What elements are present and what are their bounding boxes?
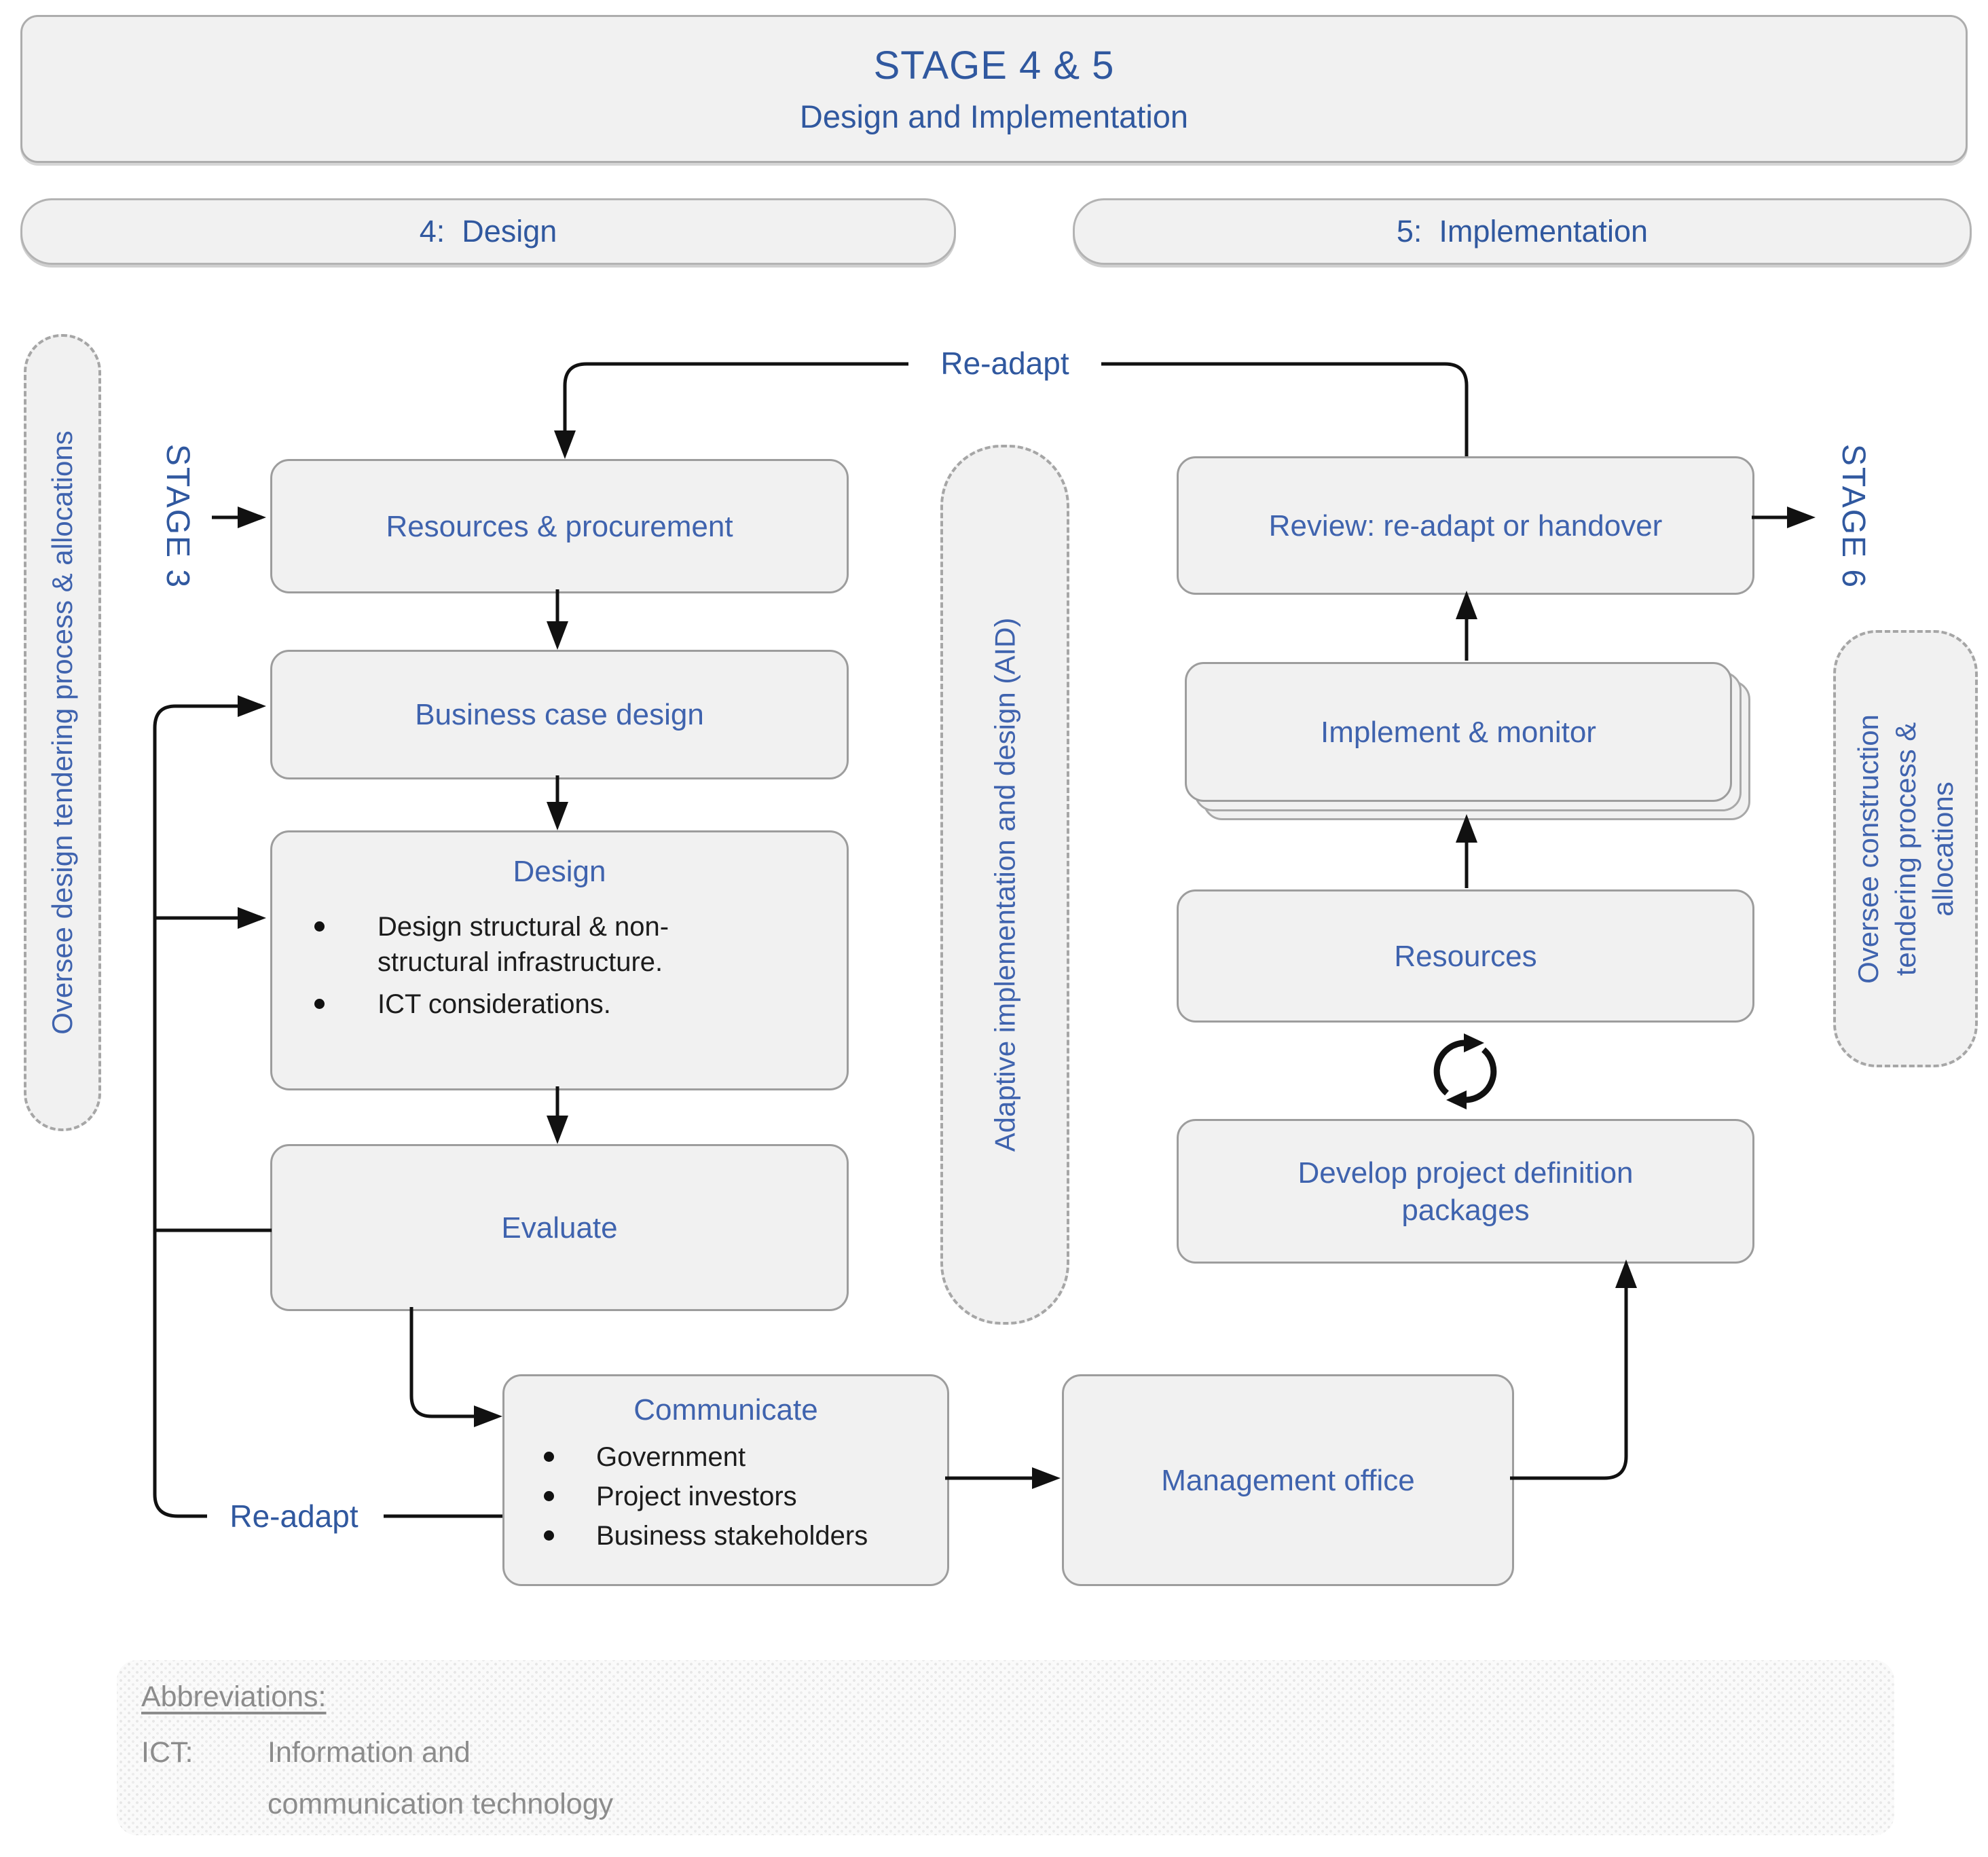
node-communicate-title: Communicate bbox=[633, 1393, 818, 1427]
node-design-bullets: Design structural & non-structural infra… bbox=[272, 909, 847, 1022]
node-develop-project-definition-packages: Develop project definition packages bbox=[1177, 1119, 1754, 1264]
list-item: Design structural & non-structural infra… bbox=[314, 909, 847, 980]
column-header-design: 4: Design bbox=[20, 198, 956, 265]
oversee-construction-tendering-note: Oversee construction tendering process &… bbox=[1833, 630, 1978, 1067]
abbreviations-box: Abbreviations: ICT: Information and comm… bbox=[117, 1660, 1894, 1835]
stage-6-label: STAGE 6 bbox=[1835, 443, 1872, 589]
bullet-dot-icon bbox=[544, 1530, 554, 1541]
node-design-title: Design bbox=[513, 855, 606, 888]
list-item: Project investors bbox=[544, 1479, 947, 1514]
readapt-bottom-label: Re-adapt bbox=[229, 1499, 358, 1534]
node-resources: Resources bbox=[1177, 889, 1754, 1023]
stage-banner: STAGE 4 & 5 Design and Implementation bbox=[20, 15, 1968, 163]
column-header-design-label: 4: Design bbox=[419, 214, 557, 249]
abbreviations-heading: Abbreviations: bbox=[141, 1680, 327, 1713]
connector-review-to-readapt bbox=[1101, 362, 1469, 456]
node-evaluate: Evaluate bbox=[270, 1144, 849, 1311]
adaptive-implementation-design-note: Adaptive implementation and design (AID) bbox=[940, 445, 1069, 1325]
bullet-dot-icon bbox=[544, 1491, 554, 1501]
readapt-top-label: Re-adapt bbox=[940, 346, 1069, 381]
node-resources-procurement: Resources & procurement bbox=[270, 459, 849, 593]
connector-readapt-to-resources-procurement bbox=[554, 362, 908, 459]
bullet-dot-icon bbox=[544, 1452, 554, 1462]
abbreviation-definition-line1: Information and bbox=[268, 1736, 471, 1769]
connector-management-to-develop bbox=[1510, 1260, 1637, 1480]
banner-title: STAGE 4 & 5 bbox=[873, 43, 1115, 88]
oversee-design-tendering-note: Oversee design tendering process & alloc… bbox=[24, 334, 101, 1131]
node-communicate: Communicate Government Project investors… bbox=[502, 1374, 949, 1586]
list-item: Business stakeholders bbox=[544, 1518, 947, 1553]
oversee-construction-tendering-text: Oversee construction tendering process &… bbox=[1852, 714, 1959, 984]
connector-evaluate-to-communicate bbox=[409, 1307, 502, 1427]
column-header-implementation-label: 5: Implementation bbox=[1396, 214, 1649, 249]
list-item: ICT considerations. bbox=[314, 987, 847, 1022]
node-design: Design Design structural & non-structura… bbox=[270, 830, 849, 1090]
adaptive-implementation-design-text: Adaptive implementation and design (AID) bbox=[989, 617, 1021, 1152]
stage-3-label: STAGE 3 bbox=[160, 443, 196, 589]
column-header-implementation: 5: Implementation bbox=[1073, 198, 1972, 265]
bullet-dot-icon bbox=[314, 999, 325, 1009]
bullet-dot-icon bbox=[314, 921, 325, 932]
oversee-design-tendering-text: Oversee design tendering process & alloc… bbox=[46, 430, 79, 1035]
banner-subtitle: Design and Implementation bbox=[799, 98, 1189, 134]
node-implement-monitor: Implement & monitor bbox=[1185, 662, 1732, 802]
node-review-readapt-handover: Review: re-adapt or handover bbox=[1177, 456, 1754, 595]
connector-readapt-bottom-to-business-case bbox=[153, 695, 266, 1518]
node-business-case-design: Business case design bbox=[270, 650, 849, 779]
abbreviation-definition-line2: communication technology bbox=[268, 1788, 614, 1820]
node-communicate-bullets: Government Project investors Business st… bbox=[504, 1439, 947, 1553]
node-management-office: Management office bbox=[1062, 1374, 1514, 1586]
abbreviation-term: ICT: bbox=[141, 1736, 194, 1769]
cycle-arrows-icon bbox=[1433, 1033, 1497, 1109]
list-item: Government bbox=[544, 1439, 947, 1475]
